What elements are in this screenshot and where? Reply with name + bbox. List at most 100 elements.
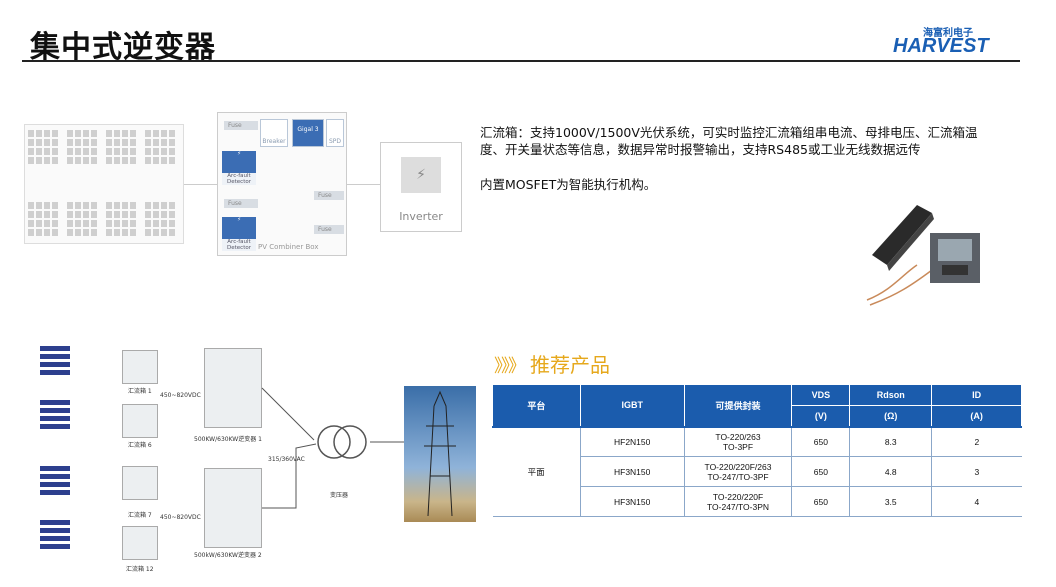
- pv-cell: [44, 211, 50, 218]
- triple-arrow-icon: 》》》: [494, 356, 526, 377]
- pv-cell: [114, 229, 120, 236]
- pv-cell: [122, 157, 128, 164]
- page-title: 集中式逆变器: [30, 30, 216, 65]
- pv-cell: [106, 157, 112, 164]
- pv-cell: [28, 229, 34, 236]
- pv-combiner-box: Fuse Breaker Gigal 3 SPD ⚡Arc-fault Dete…: [217, 112, 347, 256]
- pv-cell: [83, 157, 89, 164]
- pv-cell: [122, 202, 128, 209]
- pv-cell: [67, 229, 73, 236]
- spd-module: SPD: [326, 119, 344, 147]
- solar-panel: [40, 362, 70, 367]
- pv-cell: [83, 130, 89, 137]
- pv-cell: [52, 148, 58, 155]
- pv-cell: [83, 139, 89, 146]
- pv-cell: [145, 211, 151, 218]
- pv-cell: [106, 130, 112, 137]
- pv-cell: [161, 130, 167, 137]
- table-unit-row: (V) (Ω) (A): [493, 405, 1022, 427]
- inverter-2: [204, 468, 262, 548]
- pv-cell: [75, 229, 81, 236]
- breaker: Breaker: [260, 119, 288, 147]
- label-vdc2: 450~820VDC: [160, 514, 201, 521]
- pv-cell: [114, 157, 120, 164]
- th-rdson: Rdson: [849, 384, 933, 406]
- pv-cell: [28, 139, 34, 146]
- label-vac: 315/360VAC: [268, 456, 305, 463]
- solar-panel: [40, 544, 70, 549]
- solar-panel: [40, 520, 70, 525]
- pv-cell: [130, 148, 136, 155]
- pv-cell: [153, 220, 159, 227]
- arc-detector-2: ⚡Arc-fault Detector: [222, 217, 256, 251]
- pv-cell: [52, 202, 58, 209]
- pv-cell: [169, 229, 175, 236]
- pv-cell: [114, 220, 120, 227]
- label-box12: 汇流箱 12: [126, 566, 154, 573]
- pv-cell: [130, 220, 136, 227]
- unit-rdson: (Ω): [849, 405, 933, 427]
- pv-cell: [161, 202, 167, 209]
- pv-cell: [145, 220, 151, 227]
- solar-panel: [40, 354, 70, 359]
- pv-cell: [153, 157, 159, 164]
- arc-bolt-icon: ⚡: [237, 151, 241, 157]
- gigal-module: Gigal 3: [292, 119, 324, 147]
- pv-cell: [153, 130, 159, 137]
- fuse-bottom: Fuse: [314, 225, 344, 234]
- pv-cell: [130, 211, 136, 218]
- pv-cell: [36, 130, 42, 137]
- th-vds: VDS: [791, 384, 851, 406]
- pv-cell: [106, 220, 112, 227]
- pv-cell: [91, 139, 97, 146]
- pv-cell: [83, 211, 89, 218]
- th-platform: 平台: [492, 384, 581, 427]
- unit-vds: (V): [791, 405, 851, 427]
- fuse-mid-right: Fuse: [314, 191, 344, 200]
- cell-igbt: HF2N150: [579, 425, 685, 457]
- system-diagram: 汇流箱 1 汇流箱 6 450~820VDC 500KW/630KW逆变器 1 …: [36, 340, 476, 580]
- solar-panel: [40, 408, 70, 413]
- solar-panel: [40, 466, 70, 471]
- solar-panel: [40, 482, 70, 487]
- pv-cell: [153, 229, 159, 236]
- solar-panel: [40, 346, 70, 351]
- solar-panel: [40, 536, 70, 541]
- pv-cell: [91, 130, 97, 137]
- label-inv2: 500kW/630KW逆变器 2: [194, 552, 262, 559]
- pv-cell: [75, 202, 81, 209]
- pv-cell: [83, 148, 89, 155]
- pv-cell: [130, 157, 136, 164]
- pv-cell: [75, 220, 81, 227]
- pv-cell: [67, 202, 73, 209]
- cell-id: 4: [931, 486, 1022, 517]
- inverter-1: [204, 348, 262, 428]
- pv-cell: [161, 139, 167, 146]
- pv-cell: [114, 130, 120, 137]
- pv-cell: [161, 211, 167, 218]
- combiner-6: [122, 404, 158, 438]
- pv-cell: [114, 148, 120, 155]
- pv-cell: [145, 148, 151, 155]
- combiner-1: [122, 350, 158, 384]
- pv-cell: [91, 229, 97, 236]
- pv-cell: [83, 202, 89, 209]
- pv-cell: [28, 202, 34, 209]
- pv-cell: [36, 139, 42, 146]
- pv-cell: [153, 211, 159, 218]
- pv-cell: [52, 130, 58, 137]
- pv-cell: [75, 130, 81, 137]
- pv-cell: [122, 211, 128, 218]
- description-p2: 内置MOSFET为智能执行机构。: [480, 177, 657, 192]
- solar-panel: [40, 400, 70, 405]
- pv-cell: [44, 220, 50, 227]
- pv-cell: [36, 157, 42, 164]
- pv-cell: [36, 211, 42, 218]
- pv-cell: [114, 211, 120, 218]
- title-divider: [22, 60, 1020, 62]
- th-id: ID: [931, 384, 1022, 406]
- pv-cell: [153, 202, 159, 209]
